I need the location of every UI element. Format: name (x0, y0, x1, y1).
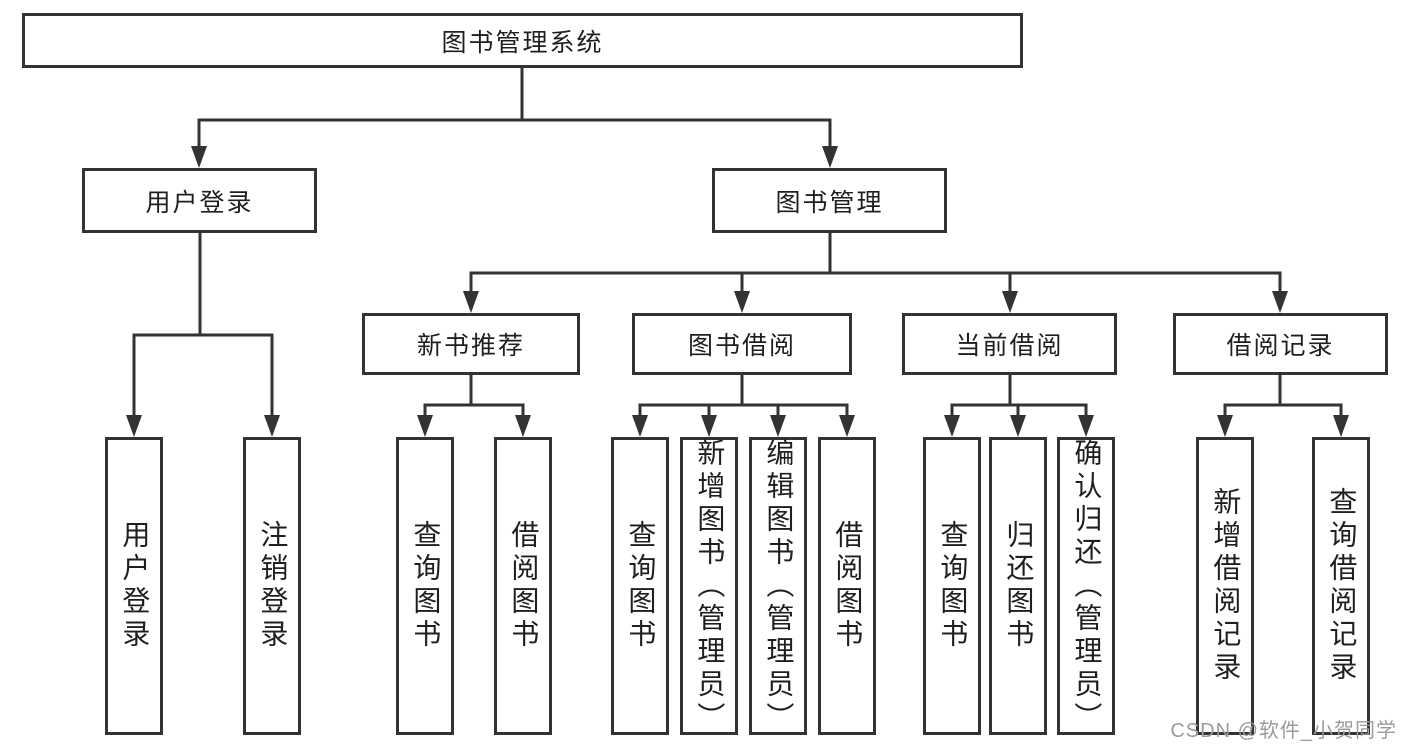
node-label: 归还图书 (1003, 520, 1035, 652)
node-label: 借阅图书 (508, 520, 540, 652)
node-query-books-current: 查询图书 (923, 437, 981, 735)
node-label: 编辑图书（管理员） (763, 437, 795, 735)
node-book-borrowing: 图书借阅 (632, 313, 852, 375)
node-query-books-borrow: 查询图书 (611, 437, 669, 735)
node-add-books-admin: 新增图书（管理员） (680, 437, 738, 735)
node-label: 查询图书 (937, 520, 969, 652)
node-user-login: 用户登录 (82, 168, 317, 233)
node-return-books: 归还图书 (989, 437, 1047, 735)
node-query-borrow-record: 查询借阅记录 (1312, 437, 1370, 735)
node-label: 查询图书 (625, 520, 657, 652)
node-new-book-recommendation: 新书推荐 (362, 313, 580, 375)
node-borrowing-records: 借阅记录 (1173, 313, 1388, 375)
node-query-books-recommend: 查询图书 (396, 437, 454, 735)
node-edit-books-admin: 编辑图书（管理员） (749, 437, 807, 735)
node-logout: 注销登录 (243, 437, 301, 735)
node-user-login-leaf: 用户登录 (105, 437, 163, 735)
watermark-text: CSDN @软件_小贺同学 (1170, 720, 1397, 742)
node-label: 查询借阅记录 (1326, 487, 1358, 685)
node-borrow-books-recommend: 借阅图书 (494, 437, 552, 735)
node-add-borrow-record: 新增借阅记录 (1196, 437, 1254, 735)
node-label: 查询图书 (410, 520, 442, 652)
node-label: 用户登录 (119, 520, 151, 652)
node-label: 新增图书（管理员） (694, 437, 726, 735)
node-label: 新增借阅记录 (1210, 487, 1242, 685)
node-confirm-return-admin: 确认归还（管理员） (1057, 437, 1115, 735)
node-current-borrowing: 当前借阅 (902, 313, 1117, 375)
node-borrow-books-leaf: 借阅图书 (818, 437, 876, 735)
node-label: 确认归还（管理员） (1071, 437, 1103, 735)
node-label: 注销登录 (257, 520, 289, 652)
node-book-management: 图书管理 (712, 168, 947, 233)
node-label: 借阅图书 (832, 520, 864, 652)
node-library-management-system: 图书管理系统 (22, 13, 1023, 68)
